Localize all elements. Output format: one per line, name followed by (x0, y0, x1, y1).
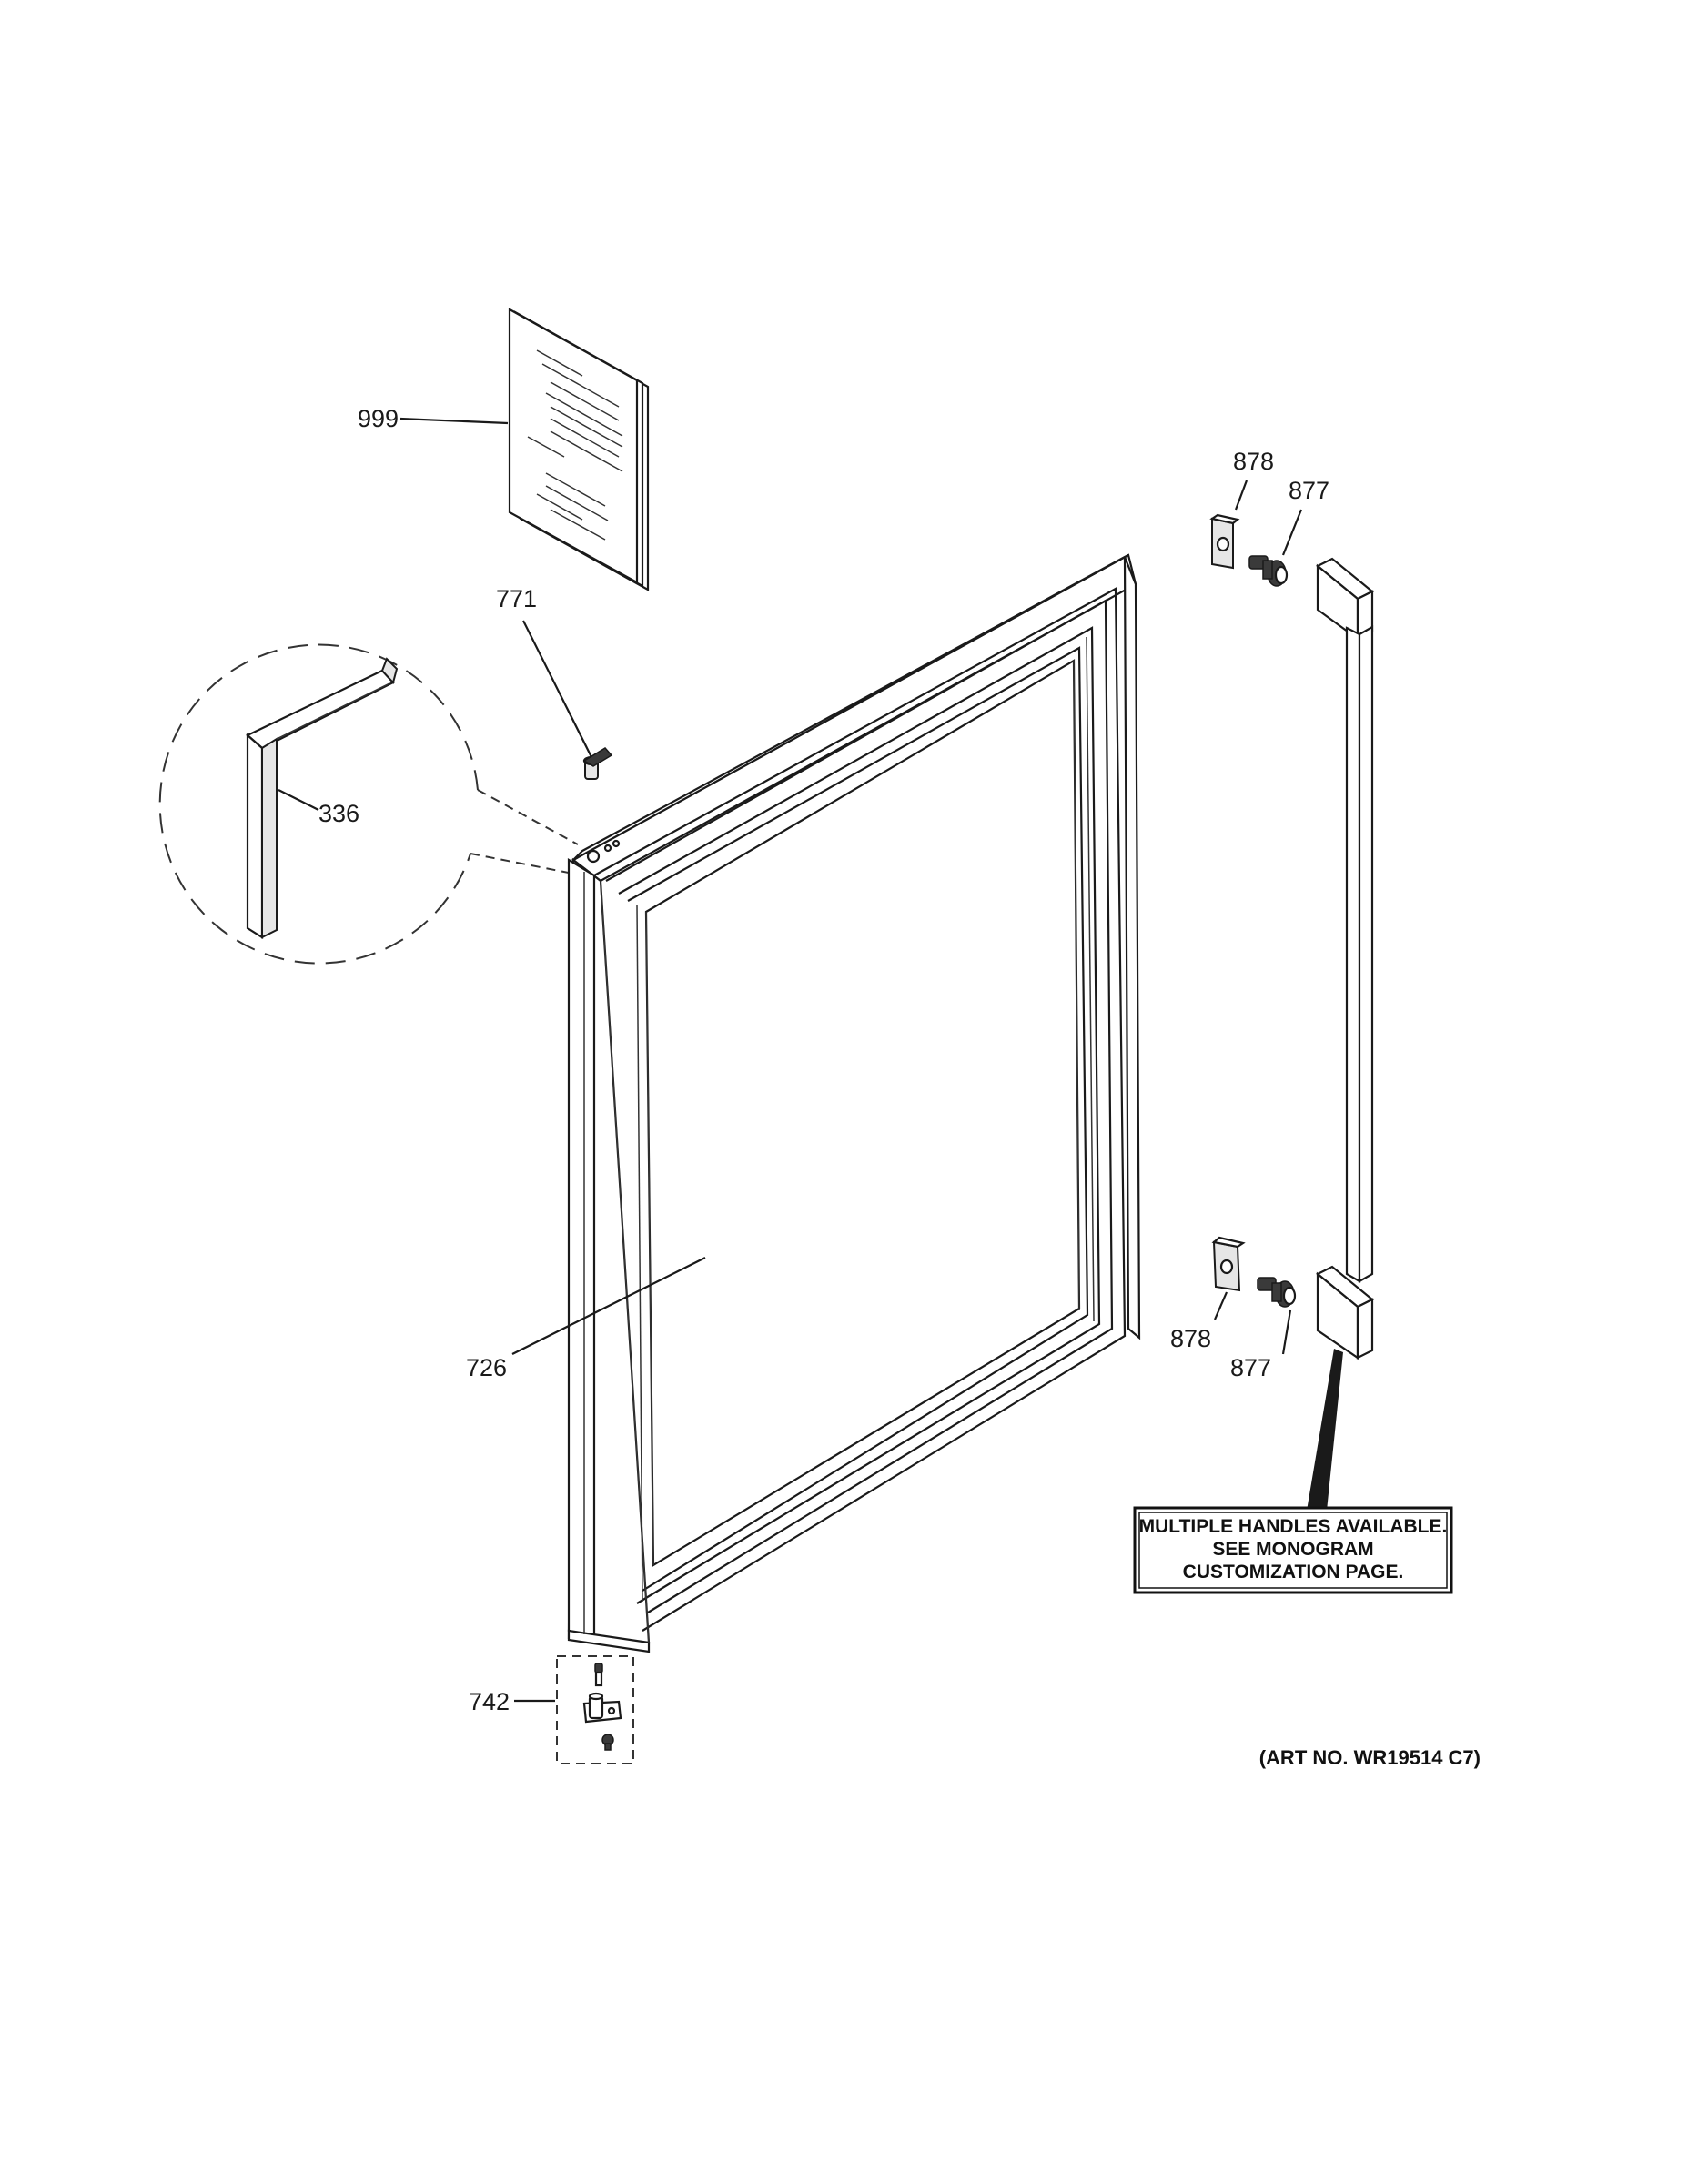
part-label-999: 999 (358, 405, 399, 432)
screw-top-part (1248, 555, 1289, 587)
spacer-top-part (1209, 513, 1240, 570)
note-line-3: CUSTOMIZATION PAGE. (1183, 1562, 1404, 1582)
handles-note-box: MULTIPLE HANDLES AVAILABLE. SEE MONOGRAM… (1133, 1506, 1453, 1594)
note-pointer-arrow (1307, 1349, 1343, 1511)
art-number: (ART NO. WR19514 C7) (1259, 1746, 1481, 1769)
leader-999 (399, 417, 509, 425)
part-label-878-bottom: 878 (1170, 1325, 1211, 1352)
part-label-877-bottom: 877 (1230, 1354, 1271, 1381)
manual-booklet (508, 308, 650, 592)
leader-771 (522, 620, 592, 758)
part-label-336: 336 (318, 800, 359, 827)
door-frame-part (567, 553, 1141, 1653)
spacer-bottom-part (1211, 1236, 1246, 1292)
part-label-726: 726 (466, 1354, 507, 1381)
leader-336 (278, 789, 319, 811)
screw-bottom-part (1257, 1277, 1297, 1308)
part-label-878-top: 878 (1233, 448, 1274, 475)
leader-877-bottom (1281, 1309, 1292, 1355)
gasket-detail-bubble (158, 643, 583, 965)
bottom-hinge-kit (556, 1655, 634, 1764)
leader-878-top (1234, 480, 1248, 511)
part-label-877-top: 877 (1289, 477, 1329, 504)
door-handle-part (1315, 557, 1375, 1360)
leader-726 (511, 1257, 706, 1355)
part-label-771: 771 (496, 585, 537, 612)
part-label-742: 742 (469, 1688, 510, 1715)
leader-877-top (1281, 509, 1303, 556)
note-line-1: MULTIPLE HANDLES AVAILABLE. (1139, 1516, 1448, 1537)
hinge-cap-part (582, 747, 613, 780)
leader-878-bottom (1213, 1291, 1228, 1320)
note-line-2: SEE MONOGRAM (1212, 1539, 1373, 1560)
